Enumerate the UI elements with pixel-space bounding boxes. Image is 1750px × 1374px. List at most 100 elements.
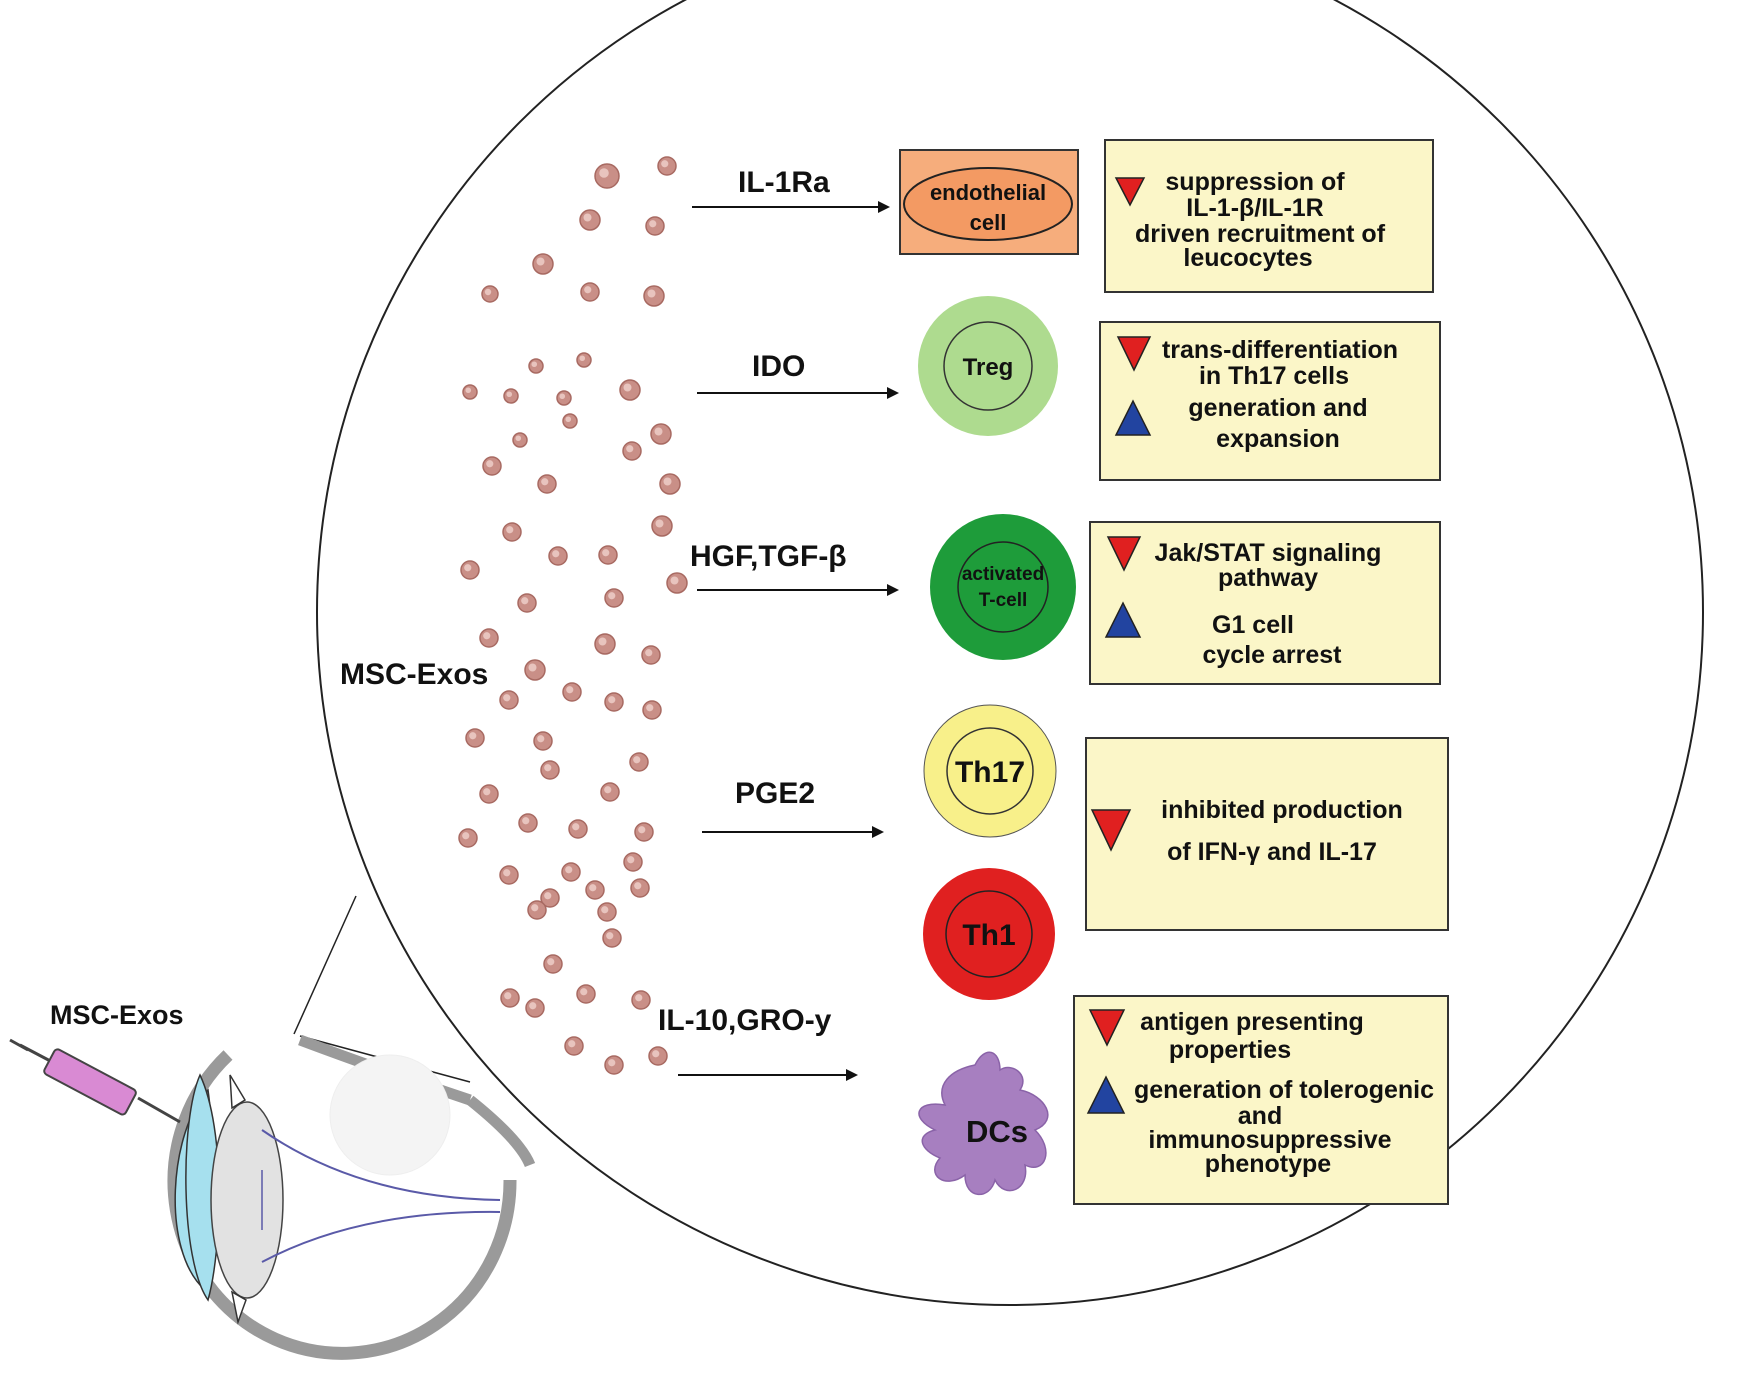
- exosome-particle-highlight: [580, 988, 588, 996]
- endothelial-cell: endothelial cell: [899, 149, 1079, 255]
- effect-il1ra-line-1: suppression of: [1165, 168, 1345, 196]
- effect-ido-line-1: trans-differentiation: [1162, 336, 1398, 364]
- exosome-particle-highlight: [626, 445, 634, 453]
- exosome-particle-highlight: [531, 904, 539, 912]
- red-down-triangle-icon: [1114, 177, 1146, 207]
- exosome-particle-highlight: [537, 735, 545, 743]
- treg-cell: Treg: [918, 296, 1058, 436]
- dc-cell: DCs: [918, 1051, 1049, 1196]
- lens: [210, 1101, 284, 1299]
- molecule-hgf-tgf: HGF,TGF-β: [690, 540, 847, 573]
- exosome-particle-highlight: [633, 756, 641, 764]
- effect-il10-gro-line-5: immunosuppressive: [1148, 1126, 1391, 1154]
- exosome-particle-highlight: [528, 663, 537, 672]
- exosome-particle-highlight: [661, 160, 669, 168]
- exosome-particle-highlight: [627, 856, 635, 864]
- exosome-particle-highlight: [522, 817, 530, 825]
- exosome-particle-highlight: [544, 892, 552, 900]
- target-cells: endothelial cell Treg activated T-cell T…: [899, 149, 1079, 1196]
- exosome-particle-highlight: [565, 416, 572, 423]
- effect-box-hgf-tgf: Jak/STAT signaling pathway G1 cell cycle…: [1089, 521, 1441, 685]
- eye-highlight: [329, 1054, 451, 1176]
- exosome-particle-highlight: [465, 387, 472, 394]
- molecule-il10-gro: IL-10,GRO-y: [658, 1004, 832, 1037]
- exosome-particle-highlight: [598, 637, 607, 646]
- exosome-particle-highlight: [604, 786, 612, 794]
- exosome-particle-highlight: [608, 1059, 616, 1067]
- effect-box-pge2-frame: [1085, 737, 1449, 931]
- molecule-labels: IL-1Ra IDO HGF,TGF-β PGE2 IL-10,GRO-y: [658, 166, 899, 1081]
- effect-il10-gro-line-2: properties: [1169, 1036, 1291, 1064]
- exosome-particle-highlight: [649, 220, 657, 228]
- exosome-particle-highlight: [645, 649, 653, 657]
- exosome-particle-highlight: [559, 393, 566, 400]
- exosome-particle-highlight: [503, 694, 511, 702]
- eye-illustration: [167, 1034, 536, 1360]
- eye-wall-upper-right: [466, 1095, 536, 1168]
- exosome-particle-highlight: [544, 764, 552, 772]
- endothelial-cell-label-2: cell: [970, 210, 1007, 235]
- exosome-particle-highlight: [552, 550, 560, 558]
- exosome-particle-highlight: [531, 361, 538, 368]
- exosome-particle-highlight: [566, 686, 574, 694]
- exosome-particle-highlight: [541, 478, 549, 486]
- exosome-particle-highlight: [647, 289, 656, 298]
- exosome-particle-highlight: [663, 477, 672, 486]
- exosome-cloud: [458, 156, 688, 1075]
- exosome-particle-highlight: [606, 932, 614, 940]
- exosome-particle-highlight: [608, 696, 616, 704]
- th17-cell-nucleus: [946, 727, 1034, 815]
- effect-il10-gro-line-6: phenotype: [1205, 1150, 1331, 1178]
- exosome-particle-highlight: [506, 391, 513, 398]
- exosome-particle-highlight: [529, 1002, 537, 1010]
- effect-ido-line-2: in Th17 cells: [1199, 362, 1349, 390]
- exosome-particle-highlight: [484, 288, 492, 296]
- exosome-particle-highlight: [506, 526, 514, 534]
- exosome-particle-highlight: [547, 958, 555, 966]
- activated-tcell-label-2: T-cell: [979, 590, 1028, 611]
- exosome-particle-highlight: [652, 1050, 660, 1058]
- treg-cell-label: Treg: [963, 354, 1014, 381]
- exosome-particle-highlight: [486, 460, 494, 468]
- red-down-triangle-icon: [1116, 336, 1152, 372]
- molecule-ido: IDO: [752, 350, 805, 383]
- exosome-particle-highlight: [504, 992, 512, 1000]
- exosome-particle-highlight: [623, 383, 632, 392]
- dc-cell-label: DCs: [966, 1114, 1028, 1149]
- effect-box-il1ra-frame: [1104, 139, 1434, 293]
- effect-boxes: suppression of IL-1-β/IL-1R driven recru…: [1073, 139, 1449, 1205]
- exosome-particle-highlight: [601, 906, 609, 914]
- exosome-particle-highlight: [483, 632, 491, 640]
- th1-cell-label: Th1: [962, 919, 1015, 952]
- zonule-upper: [261, 1129, 501, 1201]
- zonule-lower: [261, 1210, 501, 1263]
- zoom-line-left: [293, 895, 357, 1035]
- exosome-particle-highlight: [483, 788, 491, 796]
- exosome-particle-highlight: [599, 168, 609, 178]
- effect-il10-gro-line-3: generation of tolerogenic: [1134, 1076, 1434, 1104]
- th1-cell-nucleus: [945, 890, 1033, 978]
- red-down-triangle-icon: [1090, 809, 1132, 852]
- exosome-particle-highlight: [572, 823, 580, 831]
- exosome-particle-highlight: [462, 832, 470, 840]
- effect-ido-line-4: expansion: [1216, 425, 1340, 453]
- effect-hgf-tgf-line-4: cycle arrest: [1202, 641, 1342, 669]
- exosome-particle-highlight: [608, 592, 616, 600]
- effect-pge2-line-2: of IFN-γ and IL-17: [1167, 838, 1377, 866]
- activated-tcell-label-1: activated: [962, 564, 1044, 585]
- treg-cell-nucleus: [943, 321, 1033, 411]
- exosome-particle-highlight: [536, 257, 545, 266]
- effect-box-il10-gro: antigen presenting properties generation…: [1073, 995, 1449, 1205]
- red-down-triangle-icon: [1088, 1009, 1126, 1047]
- th17-cell: Th17: [923, 704, 1057, 838]
- exosome-particle-highlight: [584, 286, 592, 294]
- effect-ido-line-3: generation and: [1188, 394, 1367, 422]
- molecule-pge2: PGE2: [735, 777, 815, 810]
- effect-il1ra-line-4: leucocytes: [1183, 244, 1312, 272]
- syringe-icon: [9, 1038, 181, 1124]
- effect-il10-gro-line-1: antigen presenting: [1140, 1008, 1364, 1036]
- exosome-particle-highlight: [646, 704, 654, 712]
- exosome-particle-highlight: [515, 435, 522, 442]
